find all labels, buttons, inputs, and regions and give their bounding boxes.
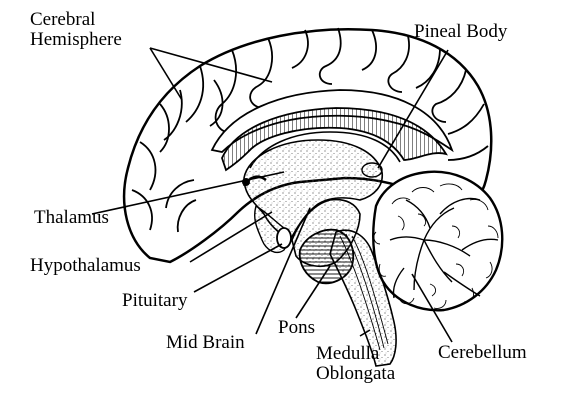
label-mid-brain: Mid Brain	[166, 333, 245, 353]
label-cerebral-hemisphere-line2: Hemisphere	[30, 30, 122, 50]
label-medulla-oblongata: Medulla Oblongata	[316, 344, 395, 384]
label-medulla-line2: Oblongata	[316, 364, 395, 384]
label-cerebral-hemisphere-line1: Cerebral	[30, 10, 122, 30]
label-pineal-body: Pineal Body	[414, 22, 507, 42]
label-pituitary: Pituitary	[122, 291, 187, 311]
label-medulla-line1: Medulla	[316, 344, 395, 364]
label-cerebral-hemisphere: Cerebral Hemisphere	[30, 10, 122, 50]
label-cerebellum: Cerebellum	[438, 343, 527, 363]
label-hypothalamus: Hypothalamus	[30, 256, 141, 276]
label-thalamus: Thalamus	[34, 208, 109, 228]
label-pons: Pons	[278, 318, 315, 338]
